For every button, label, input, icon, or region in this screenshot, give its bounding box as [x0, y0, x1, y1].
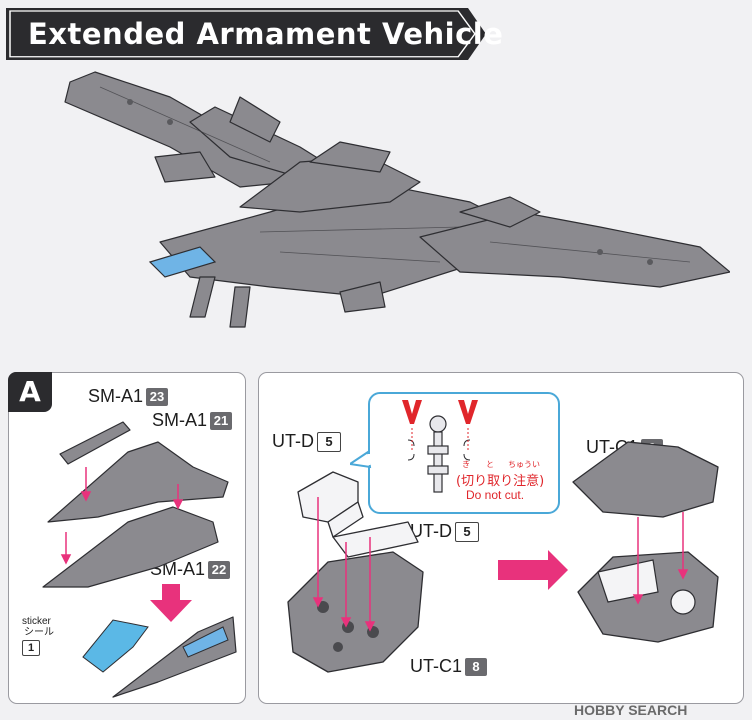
callout-drawing [350, 400, 478, 493]
title-banner-shape [6, 8, 486, 60]
part-number: 8 [465, 658, 488, 677]
part-sm-a1-22 [42, 506, 219, 588]
part-sm-a1-23 [59, 421, 131, 465]
step-a-badge: A [8, 372, 52, 412]
part-ut-c1-8 [287, 551, 424, 673]
part-number: 5 [317, 432, 341, 453]
part-number: 23 [146, 388, 169, 407]
watermark: HOBBY SEARCH [574, 702, 688, 718]
part-name: SM-A1 [152, 410, 208, 430]
part-name: SM-A1 [88, 386, 144, 406]
sticker-blue [82, 619, 149, 673]
sticker-label-jp: シール [24, 627, 54, 638]
warning-en: Do not cut. [466, 488, 525, 502]
page-title: Extended Armament Vehicle [28, 17, 504, 51]
vehicle-illustration [64, 71, 730, 328]
part-number: 5 [455, 522, 479, 543]
part-number: 22 [208, 561, 231, 580]
part-name: UT-D [272, 431, 314, 451]
ruby-1: き [462, 460, 470, 469]
step-b-drawing [287, 441, 719, 673]
canopy-sticker [148, 246, 217, 278]
ruby-3: ちゅうい [508, 460, 540, 469]
sticker-label-en: sticker [22, 616, 51, 627]
part-number: 21 [210, 412, 233, 431]
ruby-2: と [486, 460, 494, 469]
part-ut-c1-9 [572, 441, 719, 518]
down-arrow [150, 584, 192, 622]
right-arrow [498, 550, 568, 590]
part-name: UT-D [410, 521, 452, 541]
step-a-drawing [42, 421, 237, 698]
part-ut-d-5-b [332, 521, 419, 558]
warning-jp: (切り取り注意) [456, 474, 545, 489]
title-banner: Extended Armament Vehicle [6, 8, 503, 60]
sticker-number: 1 [22, 640, 40, 656]
part-name: UT-C1 [410, 656, 463, 676]
part-sm-a1-21 [47, 441, 229, 523]
